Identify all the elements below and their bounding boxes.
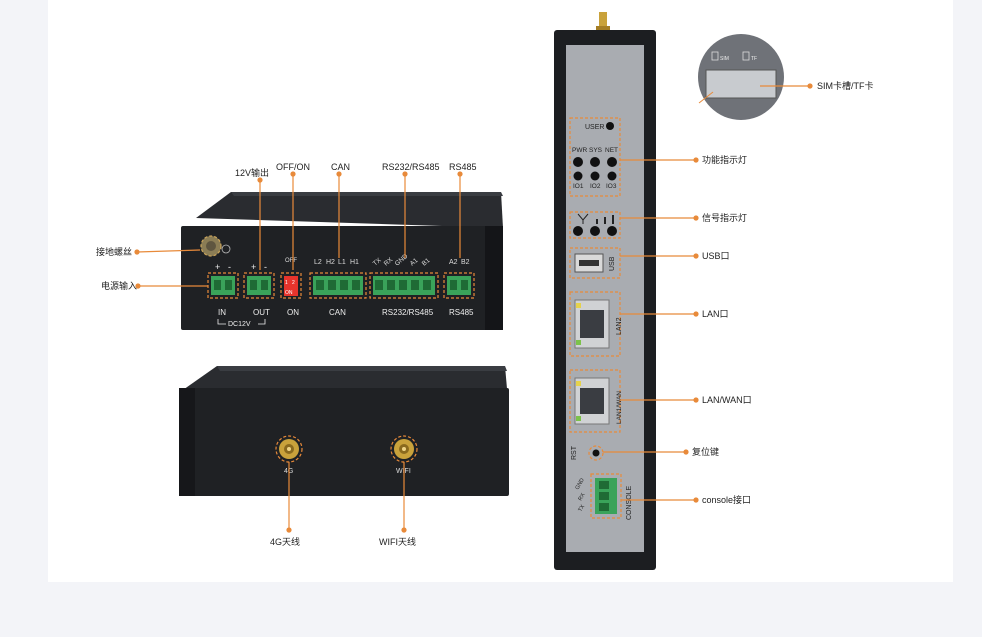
callout-12v-out: 12V输出 bbox=[235, 167, 269, 178]
signal-led-icon bbox=[607, 226, 617, 236]
can-pin-label: L1 bbox=[338, 259, 346, 266]
rs232-pin-label: RX bbox=[383, 256, 395, 268]
device-top-lid bbox=[196, 192, 503, 228]
dip-on-small: ON bbox=[285, 290, 293, 296]
callout-console: console接口 bbox=[702, 494, 751, 505]
led-pwr-icon bbox=[573, 157, 583, 167]
console-label: CONSOLE bbox=[626, 485, 633, 520]
led-io1-icon bbox=[573, 171, 583, 181]
user-button-icon bbox=[606, 122, 614, 130]
callout-power-input: 电源输入 bbox=[101, 280, 137, 291]
led-label: IO1 bbox=[573, 183, 584, 190]
label-out: OUT bbox=[253, 308, 270, 317]
led-sys-icon bbox=[590, 157, 600, 167]
led-label: NET bbox=[605, 147, 618, 154]
signal-led-icon bbox=[590, 226, 600, 236]
label-on: ON bbox=[287, 308, 299, 317]
rs485-pin-label: A2 bbox=[449, 259, 458, 266]
rst-label: RST bbox=[571, 445, 578, 460]
can-pin-label: L2 bbox=[314, 259, 322, 266]
callout-can: CAN bbox=[331, 162, 350, 172]
callout-ground-screw: 接地螺丝 bbox=[96, 246, 132, 257]
callout-usb: USB口 bbox=[702, 251, 730, 261]
rs485-pin-label: B2 bbox=[461, 259, 470, 266]
tf-slot-icon bbox=[742, 51, 750, 61]
callout-sim-tf: SIM卡槽/TF卡 bbox=[817, 80, 874, 91]
rs232-pin-label: TX bbox=[372, 256, 383, 267]
product-image: + - + - OFF 1 2 ON L2 H2 L1 H1 TX bbox=[48, 0, 953, 582]
console-pin-label: TX bbox=[578, 504, 587, 513]
callout-signal-led: 信号指示灯 bbox=[702, 212, 747, 223]
callout-reset: 复位键 bbox=[692, 446, 719, 457]
rear-view: 4G WIFI 4G天线 WIFI天线 bbox=[179, 366, 509, 547]
led-label: SYS bbox=[589, 147, 603, 154]
can-pin-label: H1 bbox=[350, 259, 359, 266]
sim-slot-icon bbox=[711, 51, 719, 61]
label-rs232-rs485: RS232/RS485 bbox=[382, 308, 434, 317]
label-can: CAN bbox=[329, 308, 346, 317]
led-label: IO3 bbox=[606, 183, 617, 190]
side-view: USER PWR SYS NET IO1 IO2 IO3 bbox=[554, 12, 874, 570]
led-io2-icon bbox=[590, 171, 600, 181]
callout-rs485: RS485 bbox=[449, 162, 477, 172]
callout-off-on: OFF/ON bbox=[276, 162, 310, 172]
ground-symbol-icon bbox=[221, 244, 231, 254]
label-rs485: RS485 bbox=[449, 308, 474, 317]
plus-sign: + bbox=[215, 262, 220, 272]
usb-label: USB bbox=[609, 256, 616, 271]
front-view: + - + - OFF 1 2 ON L2 H2 L1 H1 TX bbox=[96, 162, 503, 330]
side-panel bbox=[566, 45, 644, 552]
minus-sign: - bbox=[228, 262, 231, 272]
tf-label: TF bbox=[751, 56, 757, 62]
dip-switch bbox=[284, 276, 298, 296]
signal-antenna-icon bbox=[577, 213, 589, 224]
sim-label: SIM bbox=[720, 56, 729, 62]
can-terminal bbox=[313, 276, 363, 295]
callout-wifi-antenna: WIFI天线 bbox=[379, 536, 416, 547]
signal-led-icon bbox=[573, 226, 583, 236]
top-antenna-icon bbox=[599, 12, 607, 32]
callout-lan: LAN口 bbox=[702, 309, 729, 319]
can-pin-label: H2 bbox=[326, 259, 335, 266]
reset-button-icon bbox=[592, 449, 600, 457]
console-pin-label: GND bbox=[575, 477, 586, 491]
lan-wan-label: LAN1/WAN bbox=[616, 391, 623, 424]
led-label: IO2 bbox=[590, 183, 601, 190]
dip-off-label: OFF bbox=[285, 258, 297, 264]
rs232-pin-label: A1 bbox=[409, 257, 420, 268]
plus-sign-out: + bbox=[251, 262, 256, 272]
callout-4g-antenna: 4G天线 bbox=[270, 536, 300, 547]
dip-1: 1 bbox=[285, 280, 288, 286]
led-io3-icon bbox=[607, 171, 617, 181]
callout-lan-wan: LAN/WAN口 bbox=[702, 395, 752, 405]
console-pin-label: RX bbox=[578, 492, 587, 502]
user-label: USER bbox=[585, 124, 604, 131]
led-net-icon bbox=[607, 157, 617, 167]
rs232-pin-label: B1 bbox=[421, 257, 432, 268]
minus-sign-out: - bbox=[264, 262, 267, 272]
led-label: PWR bbox=[572, 147, 587, 154]
dip-2: 2 bbox=[292, 280, 295, 286]
router-diagram: + - + - OFF 1 2 ON L2 H2 L1 H1 TX bbox=[96, 12, 874, 570]
rear-panel bbox=[179, 388, 509, 496]
label-dc12v: DC12V bbox=[228, 321, 251, 328]
lan-label: LAN2 bbox=[616, 317, 623, 335]
callout-rs232-rs485: RS232/RS485 bbox=[382, 162, 440, 172]
label-in: IN bbox=[218, 308, 226, 317]
callout-function-led: 功能指示灯 bbox=[702, 154, 747, 165]
